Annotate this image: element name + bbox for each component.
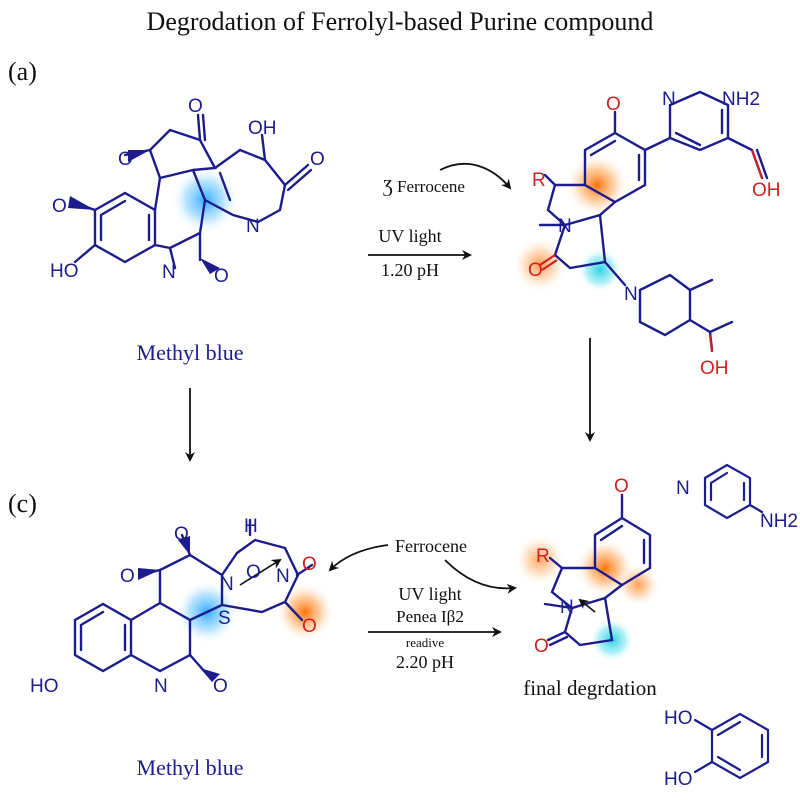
atom-label: O xyxy=(528,260,543,281)
atom-label: N xyxy=(220,574,234,595)
condition-c-2: Penea Iβ2 xyxy=(396,607,464,626)
panel-label-a: (a) xyxy=(8,57,37,86)
diagram-title: Degrodation of Ferrolyl-based Purine com… xyxy=(147,7,654,36)
wedge-bond xyxy=(68,196,95,210)
wedge-bond xyxy=(200,668,220,682)
catechol: HO HO xyxy=(664,708,770,790)
reactant-c-atom-labels: O O H N O N O S O HO N O xyxy=(30,516,317,697)
atom-label: HO xyxy=(664,708,693,729)
product-c-bonds xyxy=(543,493,652,647)
panel-a-reaction-arrow: Ʒ Ferrocene UV light 1.20 pH xyxy=(368,162,512,280)
product-a-bonds xyxy=(538,90,769,352)
arrow-internal xyxy=(578,598,596,613)
panel-a-reactant: O O OH O O HO N N O Methyl blue xyxy=(50,96,325,365)
panel-c-reactant: O O H N O N O S O HO N O Methyl blue xyxy=(30,516,335,780)
curved-arrow-a xyxy=(439,162,512,190)
atom-label: HO xyxy=(30,676,59,697)
atom-label: O xyxy=(213,676,228,697)
wedge-bond xyxy=(138,568,160,580)
panel-label-c: (c) xyxy=(8,489,37,518)
reagent-prefix-a: Ʒ xyxy=(383,176,393,196)
atom-label: N xyxy=(162,262,176,283)
atom-label: O xyxy=(534,636,549,657)
atom-label: NH2 xyxy=(760,511,798,532)
atom-label: OH xyxy=(700,358,729,379)
glow-orange-c xyxy=(275,582,335,642)
atom-label: HO xyxy=(50,261,79,282)
glow-orange-c2 xyxy=(616,563,660,607)
atom-label: O xyxy=(606,94,621,115)
atom-label: OH xyxy=(248,118,277,139)
atom-label: N xyxy=(276,566,290,587)
atom-label: N xyxy=(558,216,572,237)
wedge-bond xyxy=(178,536,190,555)
atom-label: N xyxy=(154,676,168,697)
glow-orange-c3 xyxy=(514,534,566,586)
atom-label: O xyxy=(118,149,133,170)
condition-a-1: UV light xyxy=(378,226,441,246)
reactant-a-bonds xyxy=(70,113,313,270)
atom-label: N xyxy=(662,89,676,110)
reagent-c: Ferrocene xyxy=(395,536,467,556)
atom-label: N xyxy=(624,284,638,305)
atom-label: O xyxy=(302,616,317,637)
atom-label: R xyxy=(532,170,546,191)
arrow-internal xyxy=(239,558,282,586)
glow-cyan-a xyxy=(578,248,622,292)
atom-label: H xyxy=(244,516,258,537)
product-a-atom-labels: O N NH2 OH R N O N OH xyxy=(528,89,781,379)
atom-label: O xyxy=(120,566,135,587)
wedge-bond xyxy=(128,150,150,162)
aminopyridine: N NH2 xyxy=(676,463,798,532)
atom-label: N xyxy=(560,597,574,618)
product-a-red-bonds xyxy=(539,149,764,353)
atom-label: S xyxy=(218,608,231,629)
atom-label: O xyxy=(188,96,203,117)
condition-c-4: 2.20 pH xyxy=(396,652,454,672)
atom-label: O xyxy=(52,196,67,217)
atom-label: O xyxy=(174,524,189,545)
product-c-atom-labels: O R N O xyxy=(534,476,629,657)
curved-arrow-c-left xyxy=(328,544,389,572)
atom-label: O xyxy=(246,562,261,583)
atom-label: O xyxy=(310,149,325,170)
condition-a-2: 1.20 pH xyxy=(381,260,439,280)
reactant-a-atom-labels: O O OH O O HO N N O xyxy=(50,96,325,287)
atom-label: N xyxy=(676,478,690,499)
panel-c-reaction-arrow: Ferrocene UV light Penea Iβ2 readive 2.2… xyxy=(328,536,517,672)
atom-label: O xyxy=(302,554,317,575)
panel-a-product: O N NH2 OH R N O N OH xyxy=(512,89,781,379)
condition-c-1: UV light xyxy=(398,584,461,604)
reactant-c-bonds xyxy=(73,518,314,674)
atom-label: NH2 xyxy=(722,89,760,110)
atom-label: O xyxy=(214,266,229,287)
reactant-name-a: Methyl blue xyxy=(137,340,244,365)
condition-c-3: readive xyxy=(406,635,444,650)
atom-label: R xyxy=(536,546,550,567)
wedge-bond xyxy=(200,258,220,274)
curved-arrow-c-right xyxy=(444,559,517,594)
atom-label: OH xyxy=(752,180,781,201)
reagent-a: Ferrocene xyxy=(397,177,465,196)
panel-c-product: O R N O final degrdation xyxy=(514,476,660,700)
reactant-name-c: Methyl blue xyxy=(137,755,244,780)
atom-label: N xyxy=(246,216,260,237)
final-degradation-label: final degrdation xyxy=(523,676,657,700)
atom-label: HO xyxy=(664,769,693,790)
atom-label: O xyxy=(614,476,629,497)
